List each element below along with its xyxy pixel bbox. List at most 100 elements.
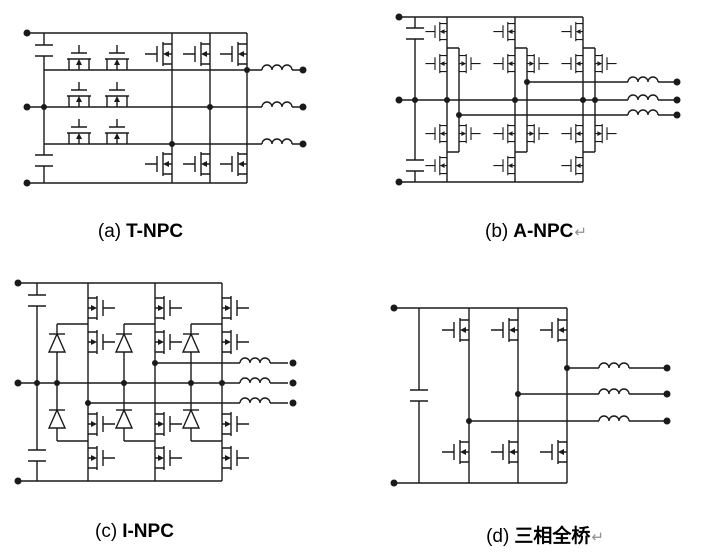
mosfet-icon [104, 44, 130, 71]
mosfet-icon [144, 41, 173, 67]
mosfet-icon [424, 21, 448, 42]
mosfet-icon [104, 118, 130, 145]
capacitor-icon [34, 154, 54, 167]
terminal-dot [673, 96, 681, 104]
mosfet-icon [222, 412, 249, 436]
mosfet-icon [144, 151, 173, 177]
junction-dot [219, 380, 225, 386]
mosfet-icon [66, 44, 92, 71]
terminal-dot [14, 379, 22, 387]
junction-dot [169, 141, 175, 147]
inductor-icon [598, 415, 630, 422]
junction-dot [41, 104, 47, 110]
panel-full-bridge [390, 304, 671, 487]
mosfet-icon [182, 41, 211, 67]
panel-t-npc [23, 29, 307, 187]
mosfet-icon [560, 155, 584, 176]
mosfet-icon [595, 124, 617, 143]
mosfet-icon [492, 155, 516, 176]
terminal-dot [299, 140, 307, 148]
terminal-dot [14, 279, 22, 287]
inductor-icon [239, 377, 271, 384]
caption-panel-b: (b)A-NPC↵ [436, 221, 636, 243]
mosfet-icon [222, 296, 249, 320]
terminal-dot [14, 477, 22, 485]
mosfet-icon [155, 412, 182, 436]
mosfet-icon [459, 54, 481, 73]
terminal-dot [663, 364, 671, 372]
mosfet-icon [88, 330, 115, 354]
terminal-dot [663, 390, 671, 398]
caption-index: (a) [97, 221, 122, 242]
mosfet-icon [490, 439, 519, 465]
caption-title: A-NPC [513, 221, 574, 242]
return-mark: ↵ [591, 529, 604, 546]
mosfet-icon [424, 155, 448, 176]
junction-dot [34, 380, 40, 386]
terminal-dot [390, 304, 398, 312]
inductor-icon [598, 362, 630, 369]
mosfet-icon [222, 330, 249, 354]
junction-dot [466, 418, 472, 424]
mosfet-icon [539, 439, 568, 465]
mosfet-icon [539, 317, 568, 343]
caption-index: (d) [486, 526, 510, 547]
terminal-dot [299, 103, 307, 111]
junction-dot [207, 104, 213, 110]
caption-title: T-NPC [126, 221, 184, 242]
mosfet-icon [527, 124, 549, 143]
panel-i-npc [14, 279, 297, 485]
terminal-dot [673, 78, 681, 86]
terminal-dot [395, 178, 403, 186]
junction-dot [592, 97, 598, 103]
mosfet-icon [560, 21, 584, 42]
diode-icon [48, 333, 66, 353]
diode-icon [182, 333, 200, 353]
mosfet-icon [441, 317, 470, 343]
junction-dot [121, 380, 127, 386]
mosfet-icon [492, 123, 516, 144]
inductor-icon [239, 397, 271, 404]
mosfet-icon [88, 412, 115, 436]
junction-dot [85, 400, 91, 406]
mosfet-icon [155, 330, 182, 354]
capacitor-icon [27, 449, 47, 462]
inductor-icon [627, 94, 659, 101]
mosfet-icon [219, 41, 248, 67]
caption-title: 三相全桥 [514, 526, 591, 547]
capacitor-icon [27, 294, 47, 307]
caption-panel-d: (d)三相全桥↵ [445, 521, 645, 548]
junction-dot [456, 112, 462, 118]
terminal-dot [395, 96, 403, 104]
junction-dot [515, 391, 521, 397]
mosfet-icon [490, 317, 519, 343]
junction-dot [412, 97, 418, 103]
terminal-dot [289, 379, 297, 387]
mosfet-icon [424, 123, 448, 144]
terminal-dot [663, 417, 671, 425]
mosfet-icon [222, 446, 249, 470]
mosfet-icon [66, 118, 92, 145]
caption-panel-c: (c)I-NPC [35, 521, 235, 543]
junction-dot [580, 97, 586, 103]
terminal-dot [289, 399, 297, 407]
mosfet-icon [595, 54, 617, 73]
mosfet-icon [104, 81, 130, 108]
junction-dot [524, 79, 530, 85]
inductor-icon [627, 109, 659, 116]
caption-index: (c) [95, 521, 118, 542]
junction-dot [444, 97, 450, 103]
diode-icon [182, 409, 200, 429]
junction-dot [152, 360, 158, 366]
mosfet-icon [492, 53, 516, 74]
inductor-icon [627, 76, 659, 83]
mosfet-icon [155, 446, 182, 470]
mosfet-icon [66, 81, 92, 108]
terminal-dot [289, 359, 297, 367]
mosfet-icon [560, 53, 584, 74]
inductor-icon [261, 138, 293, 145]
mosfet-icon [492, 21, 516, 42]
return-mark: ↵ [574, 224, 587, 241]
